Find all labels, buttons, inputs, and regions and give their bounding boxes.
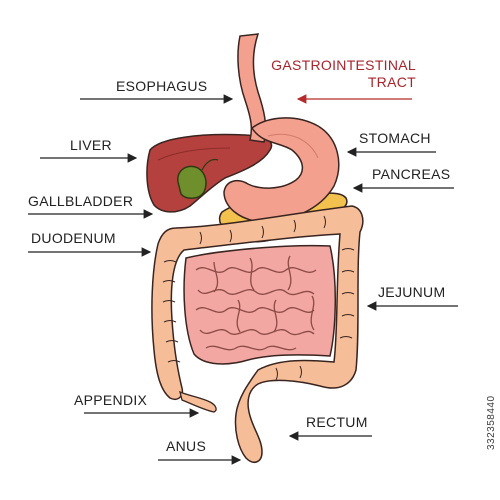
label-pancreas: PANCREAS <box>372 166 451 182</box>
label-esophagus: ESOPHAGUS <box>116 78 208 94</box>
label-rectum: RECTUM <box>306 414 368 430</box>
title-line-2: TRACT <box>367 74 416 90</box>
label-jejunum: JEJUNUM <box>378 284 446 300</box>
large-intestine <box>151 205 364 463</box>
label-duodenum: DUODENUM <box>31 230 116 246</box>
label-stomach: STOMACH <box>359 130 431 146</box>
esophagus-organ <box>237 33 267 143</box>
label-anus: ANUS <box>166 438 207 454</box>
gallbladder-organ <box>177 165 207 199</box>
diagram-title: GASTROINTESTINAL TRACT <box>271 57 416 91</box>
stock-id: 332358440 <box>486 395 497 450</box>
liver-organ <box>146 133 273 213</box>
stomach-organ <box>223 117 340 223</box>
label-appendix: APPENDIX <box>74 392 148 408</box>
label-liver: LIVER <box>70 137 112 153</box>
appendix-organ <box>179 390 217 413</box>
title-line-1: GASTROINTESTINAL <box>271 57 416 73</box>
label-gallbladder: GALLBLADDER <box>28 193 134 209</box>
